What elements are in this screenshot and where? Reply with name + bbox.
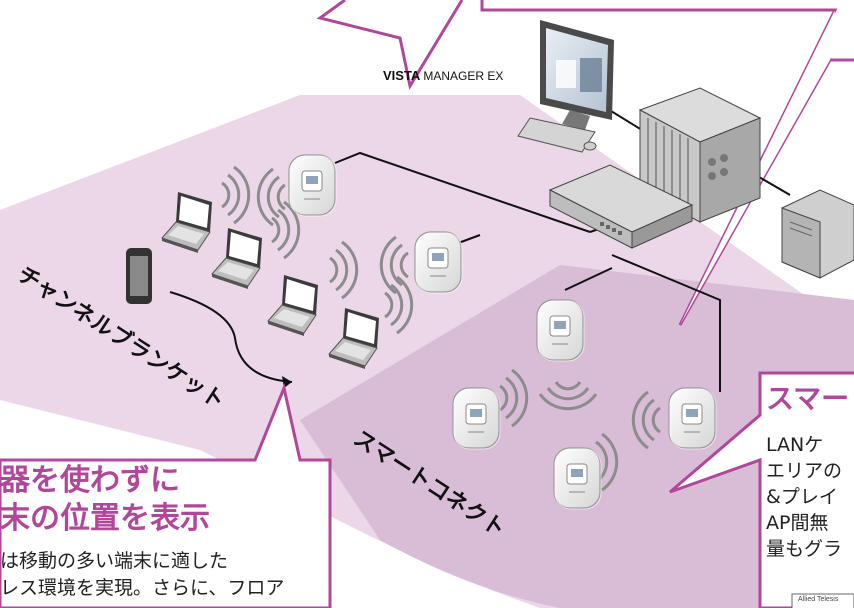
right-callout-body-3: &プレイ [766,486,838,508]
access-point [536,299,585,362]
rack-switch [548,164,694,249]
left-callout-body-2: レス環境を実現。さらに、フロア [0,577,285,599]
right-callout-body-5: 量もグラ [766,538,843,560]
left-callout-title-1: 器を使わずに [0,463,180,498]
access-point [414,231,463,294]
management-monitor [517,20,614,153]
right-callout-body-2: エリアの [766,460,843,482]
top-left-callout-border [316,0,464,91]
access-point [553,447,602,510]
left-callout-title-2: 末の位置を表示 [0,501,210,536]
thumbnail-caption: Allied Telesis [798,596,839,603]
smart-connect-zone [300,265,854,608]
right-callout-body-4: AP間無 [766,512,829,534]
access-point [288,154,337,217]
access-point [668,387,717,450]
logo-manager: MANAGER EX [423,69,503,83]
logo-vista: VISTA [383,68,421,83]
server [781,189,854,279]
left-callout-box [0,382,332,608]
access-point [452,387,501,450]
movement-arrow [169,291,293,383]
smartphone [126,248,152,304]
left-callout-body-1: は移動の多い端末に適した [0,550,229,572]
right-callout-box [669,371,854,608]
right-callout-body-1: LANケ [766,434,824,456]
right-callout-title: スマー [766,382,850,415]
product-thumbnail [791,593,854,608]
